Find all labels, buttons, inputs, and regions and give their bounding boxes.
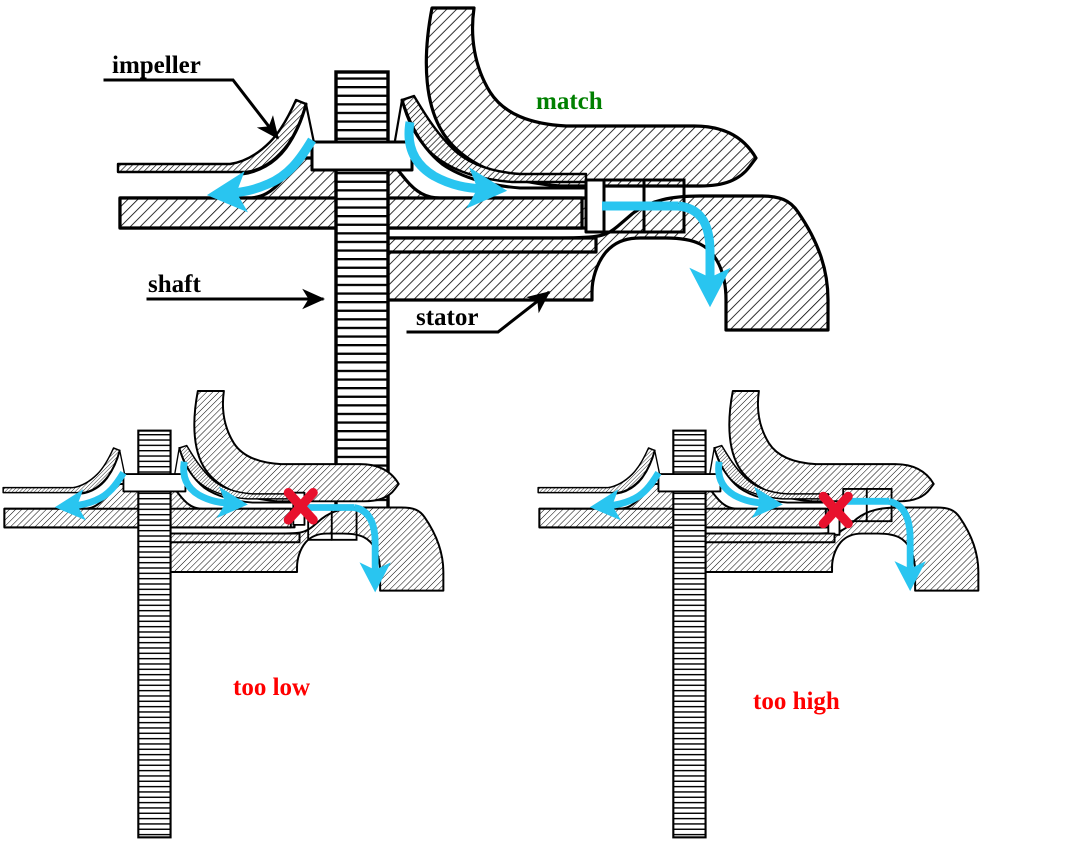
panel-match: impeller shaft stator match <box>103 6 830 530</box>
flow-arrow-icon <box>54 471 127 521</box>
flow-arrows-high <box>589 461 926 592</box>
callout-shaft: shaft <box>146 271 326 310</box>
label-impeller: impeller <box>112 52 201 79</box>
flow-arrow-icon <box>180 461 248 519</box>
status-label-too-high: too high <box>753 688 840 715</box>
flow-arrow-icon <box>589 471 662 521</box>
flow-arrow-icon <box>353 504 391 593</box>
stator-vane-main <box>424 6 758 188</box>
stator-vane-low <box>193 389 400 503</box>
flow-arrow-icon <box>206 137 316 213</box>
impeller-shroud-left-high <box>537 447 656 494</box>
leader-arrow-icon <box>103 78 280 140</box>
status-label-too-low: too low <box>233 674 310 701</box>
impeller-disc-right-high <box>700 532 836 544</box>
callout-impeller: impeller <box>103 52 280 140</box>
leader-arrow-icon <box>406 290 551 334</box>
callout-stator: stator <box>406 290 551 334</box>
label-shaft: shaft <box>148 271 201 298</box>
status-label-match: match <box>536 88 603 115</box>
x-mark-icon <box>283 487 318 525</box>
stator-vane-high <box>728 389 935 503</box>
impeller-disc-right-main <box>380 236 598 254</box>
impeller-shroud-left-low <box>2 447 121 494</box>
flow-arrow-icon <box>888 497 926 592</box>
shaft-high <box>657 429 722 839</box>
flow-arrow-icon <box>677 201 731 308</box>
panel-too-low <box>2 389 445 839</box>
shaft-low <box>122 429 187 839</box>
flow-arrows-low <box>54 461 391 593</box>
panel-too-high <box>537 389 980 839</box>
x-mark-icon <box>818 491 853 529</box>
impeller-disc-right-low <box>165 532 301 544</box>
label-stator: stator <box>416 304 478 331</box>
flow-arrow-icon <box>715 461 783 519</box>
flow-arrows-main <box>206 121 731 308</box>
flow-arrow-icon <box>404 121 508 209</box>
